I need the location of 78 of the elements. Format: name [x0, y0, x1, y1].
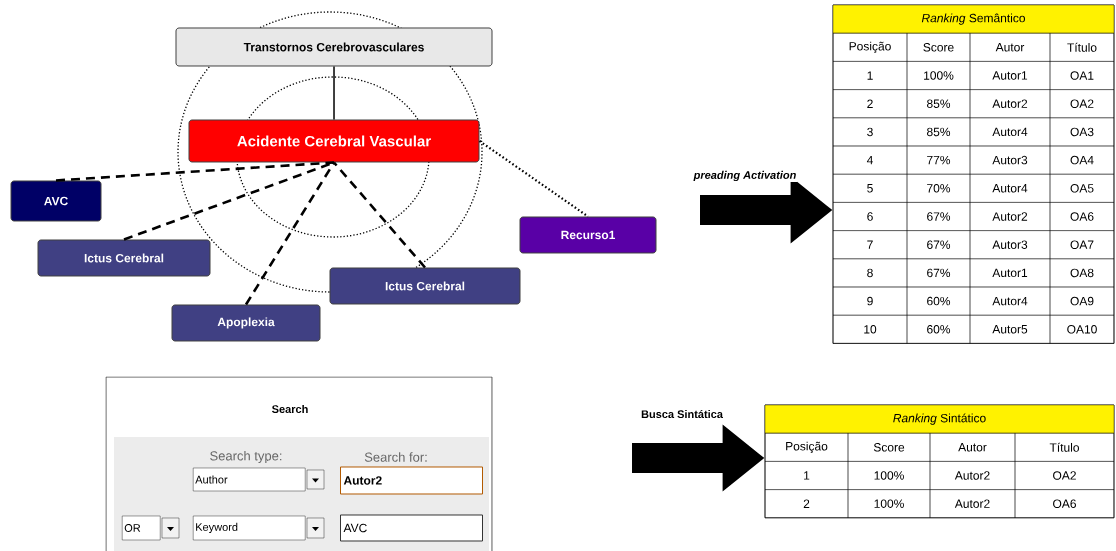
concept-box: Ictus Cerebral	[37, 239, 211, 277]
table-cell: OA1	[1049, 61, 1115, 90]
table-cell: Score	[906, 33, 971, 62]
table-cell: 100%	[847, 489, 931, 518]
table-cell: 1	[764, 461, 849, 490]
table-cell: Autor4	[969, 286, 1051, 316]
connector-line	[244, 161, 336, 306]
table-cell: OA6	[1014, 489, 1115, 518]
table-cell: OA8	[1049, 258, 1115, 288]
dropdown: Keyword	[193, 515, 325, 541]
table-cell: OA9	[1049, 286, 1115, 316]
table-cell: OA4	[1049, 145, 1115, 175]
table-cell: Autor3	[969, 145, 1051, 175]
concept-box: Ictus Cerebral	[329, 267, 521, 305]
table-cell: 6	[832, 202, 908, 231]
concept-box: Apoplexia	[171, 304, 321, 342]
table-cell: OA2	[1014, 461, 1115, 490]
table-cell: Título	[1049, 33, 1115, 62]
table-cell: Posição	[764, 433, 849, 462]
table-cell: 5	[832, 174, 908, 203]
table-cell: OA2	[1049, 89, 1115, 118]
table-cell: Autor4	[969, 174, 1051, 203]
table-cell: 60%	[906, 315, 971, 344]
table-cell: Autor3	[969, 230, 1051, 259]
table-cell: Autor2	[969, 89, 1051, 118]
table-cell: Autor5	[969, 315, 1051, 344]
connector-line	[55, 161, 335, 182]
table-cell: 70%	[906, 174, 971, 203]
field-label: Search for:	[364, 452, 427, 462]
table-cell: 4	[832, 145, 908, 175]
table-cell: 2	[832, 89, 908, 118]
table-cell: Autor2	[929, 461, 1016, 490]
table-cell: Autor2	[929, 489, 1016, 518]
dropdown: Author	[193, 467, 325, 492]
table-cell: Autor1	[969, 258, 1051, 288]
table-cell: OA3	[1049, 117, 1115, 147]
table-cell: Autor2	[969, 202, 1051, 231]
table-cell: Autor4	[969, 117, 1051, 147]
concept-box: Acidente Cerebral Vascular	[188, 119, 480, 163]
connector-line	[478, 140, 589, 218]
edge-label: preading Activation	[692, 169, 798, 183]
input-field: AVC	[340, 514, 483, 542]
table-cell: 8	[832, 258, 908, 288]
connector-line	[333, 65, 335, 121]
concept-box: AVC	[10, 180, 102, 222]
table-cell: 67%	[906, 202, 971, 231]
table-cell: 77%	[906, 145, 971, 175]
table-cell: Score	[847, 433, 931, 462]
table-cell: 3	[832, 117, 908, 147]
table-cell: 60%	[906, 286, 971, 316]
table-cell: 100%	[847, 461, 931, 490]
table-cell: 67%	[906, 230, 971, 259]
table-cell: OA5	[1049, 174, 1115, 203]
field-label: Search type:	[210, 450, 282, 464]
table-cell: Posição	[832, 33, 908, 62]
table-cell: Autor1	[969, 61, 1051, 90]
table-cell: OA10	[1049, 315, 1115, 344]
table-cell: 85%	[906, 117, 971, 147]
table-cell: 9	[832, 286, 908, 316]
table-cell: 100%	[906, 61, 971, 90]
table-cell: 2	[764, 489, 849, 518]
table-cell: OA7	[1049, 230, 1115, 259]
table-cell: 10	[832, 315, 908, 344]
table-cell: 67%	[906, 258, 971, 288]
table-cell: 1	[832, 61, 908, 90]
table-cell: 85%	[906, 89, 971, 118]
concept-box: Transtornos Cerebrovasculares	[175, 27, 493, 67]
edge-label: Busca Sintática	[640, 408, 724, 420]
input-field: Autor2	[340, 466, 483, 495]
table-cell: OA6	[1049, 202, 1115, 231]
dropdown: OR	[122, 515, 180, 541]
connector-line	[333, 161, 426, 269]
resource-box: Recurso1	[519, 216, 657, 254]
table-cell: Autor	[929, 433, 1016, 462]
table-cell: Autor	[969, 33, 1051, 62]
node-label: Search	[271, 404, 308, 414]
table-cell: 7	[832, 230, 908, 259]
table-cell: Título	[1014, 433, 1115, 462]
